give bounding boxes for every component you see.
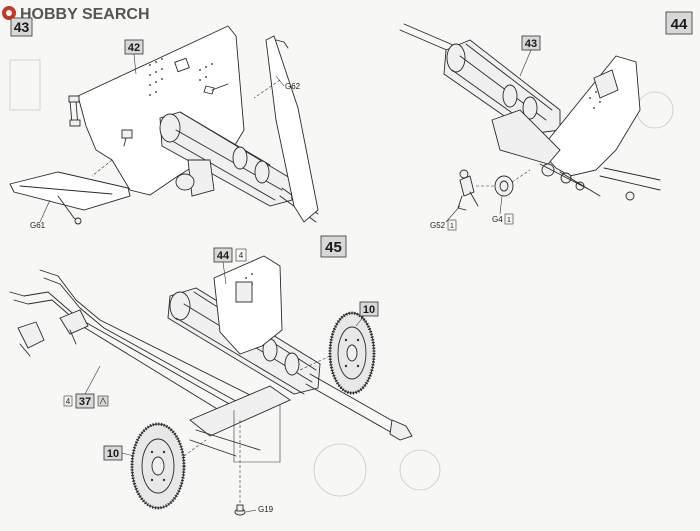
- step-44-number: 44: [665, 11, 693, 35]
- svg-text:1: 1: [450, 223, 454, 230]
- svg-text:10: 10: [363, 304, 375, 316]
- svg-text:44: 44: [217, 250, 230, 262]
- callout-43: 43: [519, 35, 541, 77]
- part-label-g4: G4 1: [492, 195, 514, 225]
- step-43-number: 43: [10, 17, 33, 37]
- glue-icon: [97, 395, 109, 407]
- step-43-illustration: [9, 25, 319, 225]
- step-45-label: 45: [325, 239, 342, 256]
- callout-44: 44 4: [213, 247, 247, 285]
- callout-37: 4 37: [63, 365, 109, 409]
- svg-text:4: 4: [66, 397, 71, 406]
- svg-text:1: 1: [507, 217, 511, 224]
- svg-text:42: 42: [128, 42, 140, 54]
- part-label-g52: G52 1: [430, 205, 461, 231]
- svg-text:4: 4: [239, 251, 244, 260]
- svg-text:G4: G4: [492, 215, 503, 224]
- step-44-label: 44: [671, 16, 688, 33]
- svg-text:37: 37: [79, 396, 91, 408]
- step-45-number: 45: [320, 235, 347, 258]
- callout-42: 42: [124, 39, 144, 75]
- step-43-label: 43: [14, 19, 30, 35]
- part-label-g19: G19: [258, 505, 274, 514]
- part-label-g62: G62: [285, 82, 301, 91]
- callout-10-left: 10: [103, 445, 135, 461]
- svg-text:10: 10: [107, 448, 119, 460]
- left-wheel: [130, 422, 186, 510]
- svg-text:43: 43: [525, 38, 537, 50]
- callout-10-right: 10: [355, 301, 379, 327]
- right-wheel: [328, 311, 376, 395]
- step-45-illustration: [9, 255, 441, 516]
- step45-shield: [213, 255, 283, 355]
- watermark-brand: HOBBY SEARCH: [20, 6, 150, 23]
- part-label-g61: G61: [30, 221, 46, 230]
- step-44-illustration: [399, 23, 674, 211]
- svg-text:G52: G52: [430, 221, 446, 230]
- watermark: HOBBY SEARCH: [2, 6, 150, 23]
